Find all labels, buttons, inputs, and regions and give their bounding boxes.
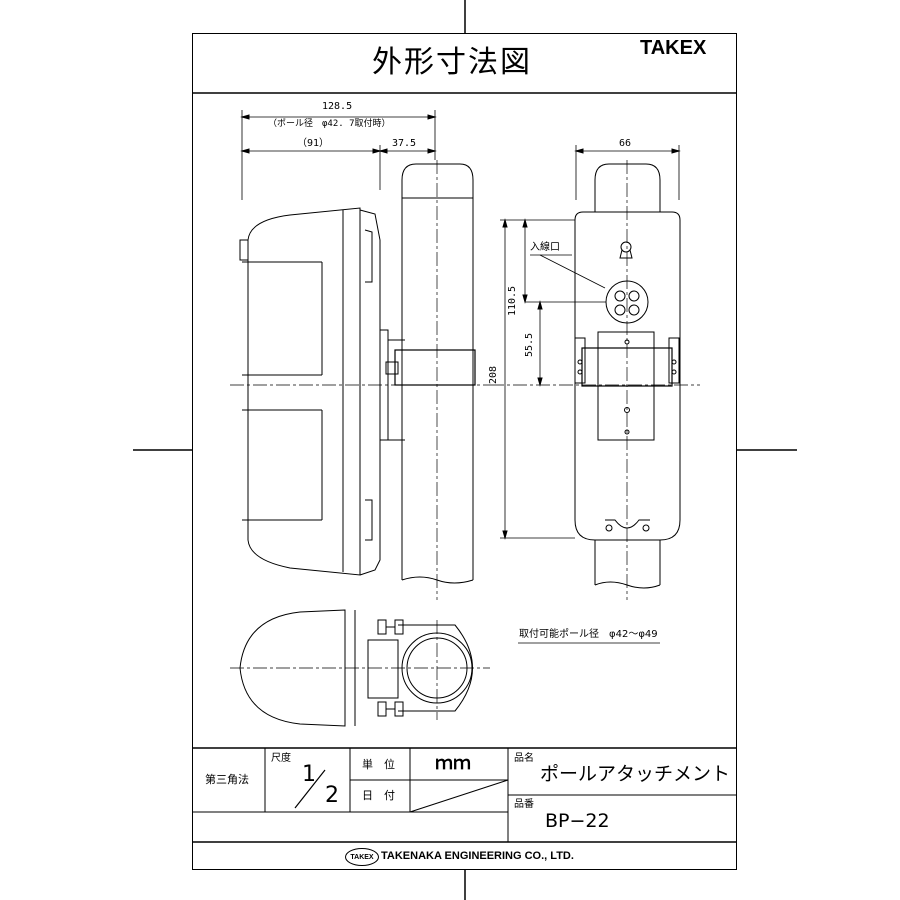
inlet-label: 入線口 bbox=[530, 242, 560, 253]
scale-numerator: 1 bbox=[302, 762, 316, 787]
dim-offset: 37.5 bbox=[392, 138, 417, 149]
product-code-label: 品番 bbox=[514, 799, 534, 810]
company-logo: TAKEX bbox=[345, 848, 379, 866]
date-label: 日 付 bbox=[362, 789, 395, 802]
drawing-title: 外形寸法図 bbox=[372, 45, 532, 80]
product-name: ポールアタッチメント bbox=[540, 763, 731, 785]
dim-overall-note: （ポール径 φ42. 7取付時） bbox=[268, 119, 391, 129]
dim-body: （91） bbox=[297, 138, 330, 149]
dim-overall: 128.5 bbox=[322, 101, 353, 112]
product-name-label: 品名 bbox=[514, 753, 534, 764]
product-code: BP−22 bbox=[545, 810, 610, 832]
scale-denominator: 2 bbox=[325, 783, 339, 808]
company-name: TAKENAKA ENGINEERING CO., LTD. bbox=[381, 850, 574, 862]
dim-width: 66 bbox=[619, 138, 632, 149]
projection-method: 第三角法 bbox=[205, 773, 249, 786]
pole-diameter-note: 取付可能ポール径 φ42～φ49 bbox=[519, 629, 658, 640]
brand-logo: TAKEX bbox=[640, 37, 707, 59]
company-logo-text: TAKEX bbox=[350, 853, 374, 861]
unit-label: 単 位 bbox=[362, 758, 395, 771]
scale-label: 尺度 bbox=[271, 753, 291, 764]
unit-value: ｍｍ bbox=[435, 753, 471, 774]
drawing-sheet bbox=[192, 33, 737, 870]
